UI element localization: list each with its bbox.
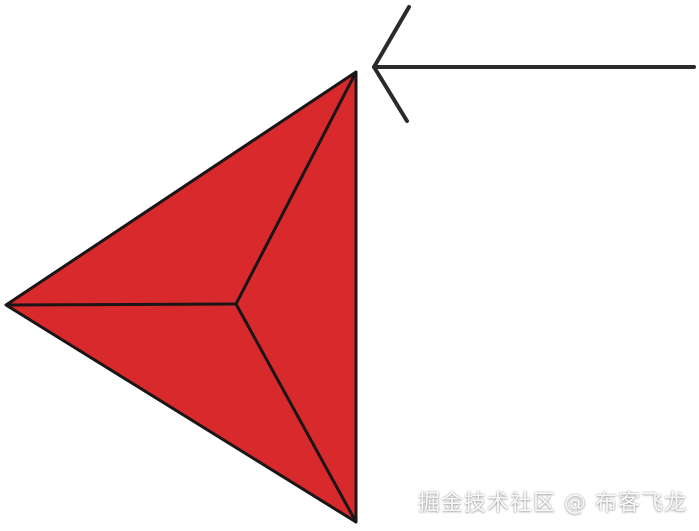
pyramid-face — [4, 70, 358, 524]
pyramid-edge-bottom — [234, 303, 358, 523]
pyramid-edge-left — [5, 302, 237, 307]
watermark-text: 掘金技术社区 @ 布客飞龙 — [418, 491, 687, 516]
arrow-head-lower — [372, 65, 409, 123]
pyramid-edge-top — [234, 71, 358, 305]
arrow-head-upper — [372, 5, 411, 69]
